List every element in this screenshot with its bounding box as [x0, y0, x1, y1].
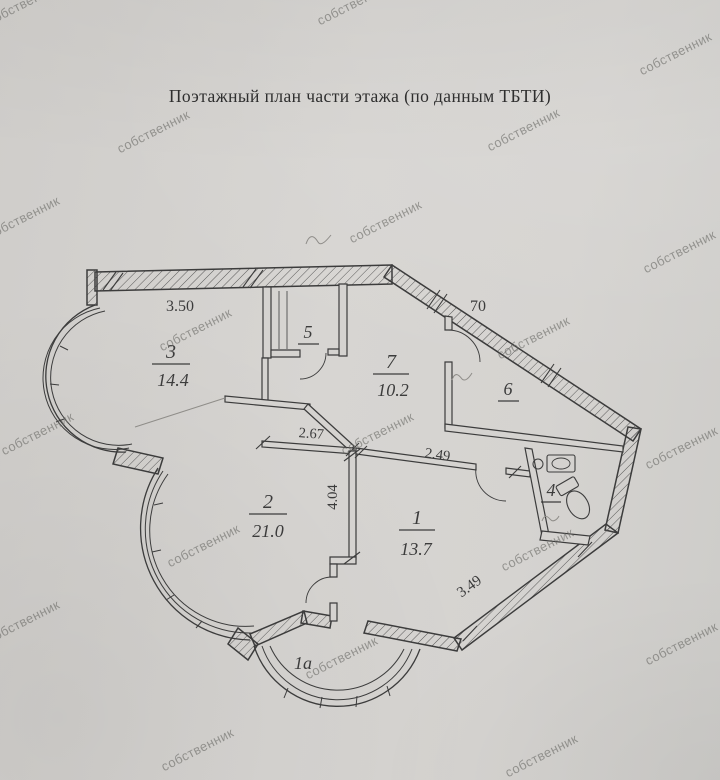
wall [382, 263, 643, 443]
wall [338, 283, 348, 357]
bathroom-fixtures [532, 454, 591, 520]
bay-arc [269, 645, 405, 691]
dimension-ne-wall: 70 [470, 298, 486, 315]
door-arc [299, 352, 327, 380]
dimension-room1-top: 2.49 [424, 445, 451, 464]
interior-walls [134, 283, 624, 622]
doors [299, 329, 507, 604]
dimension-se-wall: 3.49 [454, 573, 485, 601]
pencil-squiggle [451, 372, 473, 381]
room-1-number: 1 [412, 507, 422, 529]
pencil-line [134, 397, 226, 428]
glazing-ticks [49, 345, 391, 709]
wall [524, 447, 550, 537]
room-3-number: 3 [165, 341, 176, 363]
dimension-hall-wall: 2.67 [298, 425, 324, 443]
bay-arc [149, 473, 255, 627]
pencil-squiggle [541, 515, 560, 522]
bay-arc [261, 645, 413, 701]
wall [327, 348, 340, 356]
wall [539, 530, 591, 546]
door-arc [305, 576, 333, 604]
room-4-number: 4 [547, 480, 556, 500]
door-arc [447, 329, 481, 363]
wall [444, 423, 624, 453]
wall [348, 450, 357, 560]
wall [444, 361, 453, 429]
room-6-number: 6 [504, 379, 513, 399]
door-arc [475, 466, 507, 502]
room-1-area: 13.7 [400, 539, 433, 559]
dimension-labels: 3.50 70 2.67 2.49 4.04 3.49 [166, 298, 486, 601]
wall [355, 447, 477, 471]
bay-arc [45, 304, 127, 453]
wall [270, 349, 301, 358]
wall [604, 426, 642, 534]
wall [261, 440, 355, 455]
bay-arc [50, 310, 133, 446]
sink-tap-icon [532, 458, 544, 470]
toilet-icon [555, 476, 591, 520]
room-2-number: 2 [263, 491, 273, 513]
room-5-number: 5 [304, 322, 313, 342]
sink-basin-icon [551, 457, 571, 470]
outer-walls [86, 263, 643, 662]
closet-room5 [262, 283, 348, 359]
wall [262, 286, 272, 359]
bay-windows [42, 304, 421, 709]
wall [329, 602, 338, 622]
room-7-area: 10.2 [377, 380, 409, 400]
dimension-top-wall: 3.50 [166, 298, 194, 315]
sink-icon [546, 454, 576, 473]
bay-arc [139, 467, 251, 641]
wall [444, 315, 453, 331]
room-2-area: 21.0 [252, 521, 284, 541]
wall [249, 609, 308, 647]
bay-arc [253, 645, 421, 707]
wall [329, 556, 357, 565]
wall [363, 620, 462, 652]
wall-pier [86, 269, 98, 306]
wall-pier [112, 447, 164, 475]
pencil-marks [305, 234, 560, 522]
bay-arc [144, 470, 253, 634]
wall [329, 563, 338, 578]
bay-arc [42, 307, 130, 450]
room-labels: 3 14.4 5 7 10.2 6 2 21.0 1 13.7 4 1а [152, 322, 561, 673]
dimension-room2-wall: 4.04 [325, 484, 341, 510]
room-1a-number: 1а [294, 653, 312, 673]
page-title: Поэтажный план части этажа (по данным ТБ… [168, 86, 552, 106]
pencil-squiggle [305, 234, 332, 245]
dimension-ticks [102, 268, 593, 642]
wall [261, 357, 269, 403]
room-7-number: 7 [386, 351, 397, 373]
room-3-area: 14.4 [157, 370, 189, 390]
